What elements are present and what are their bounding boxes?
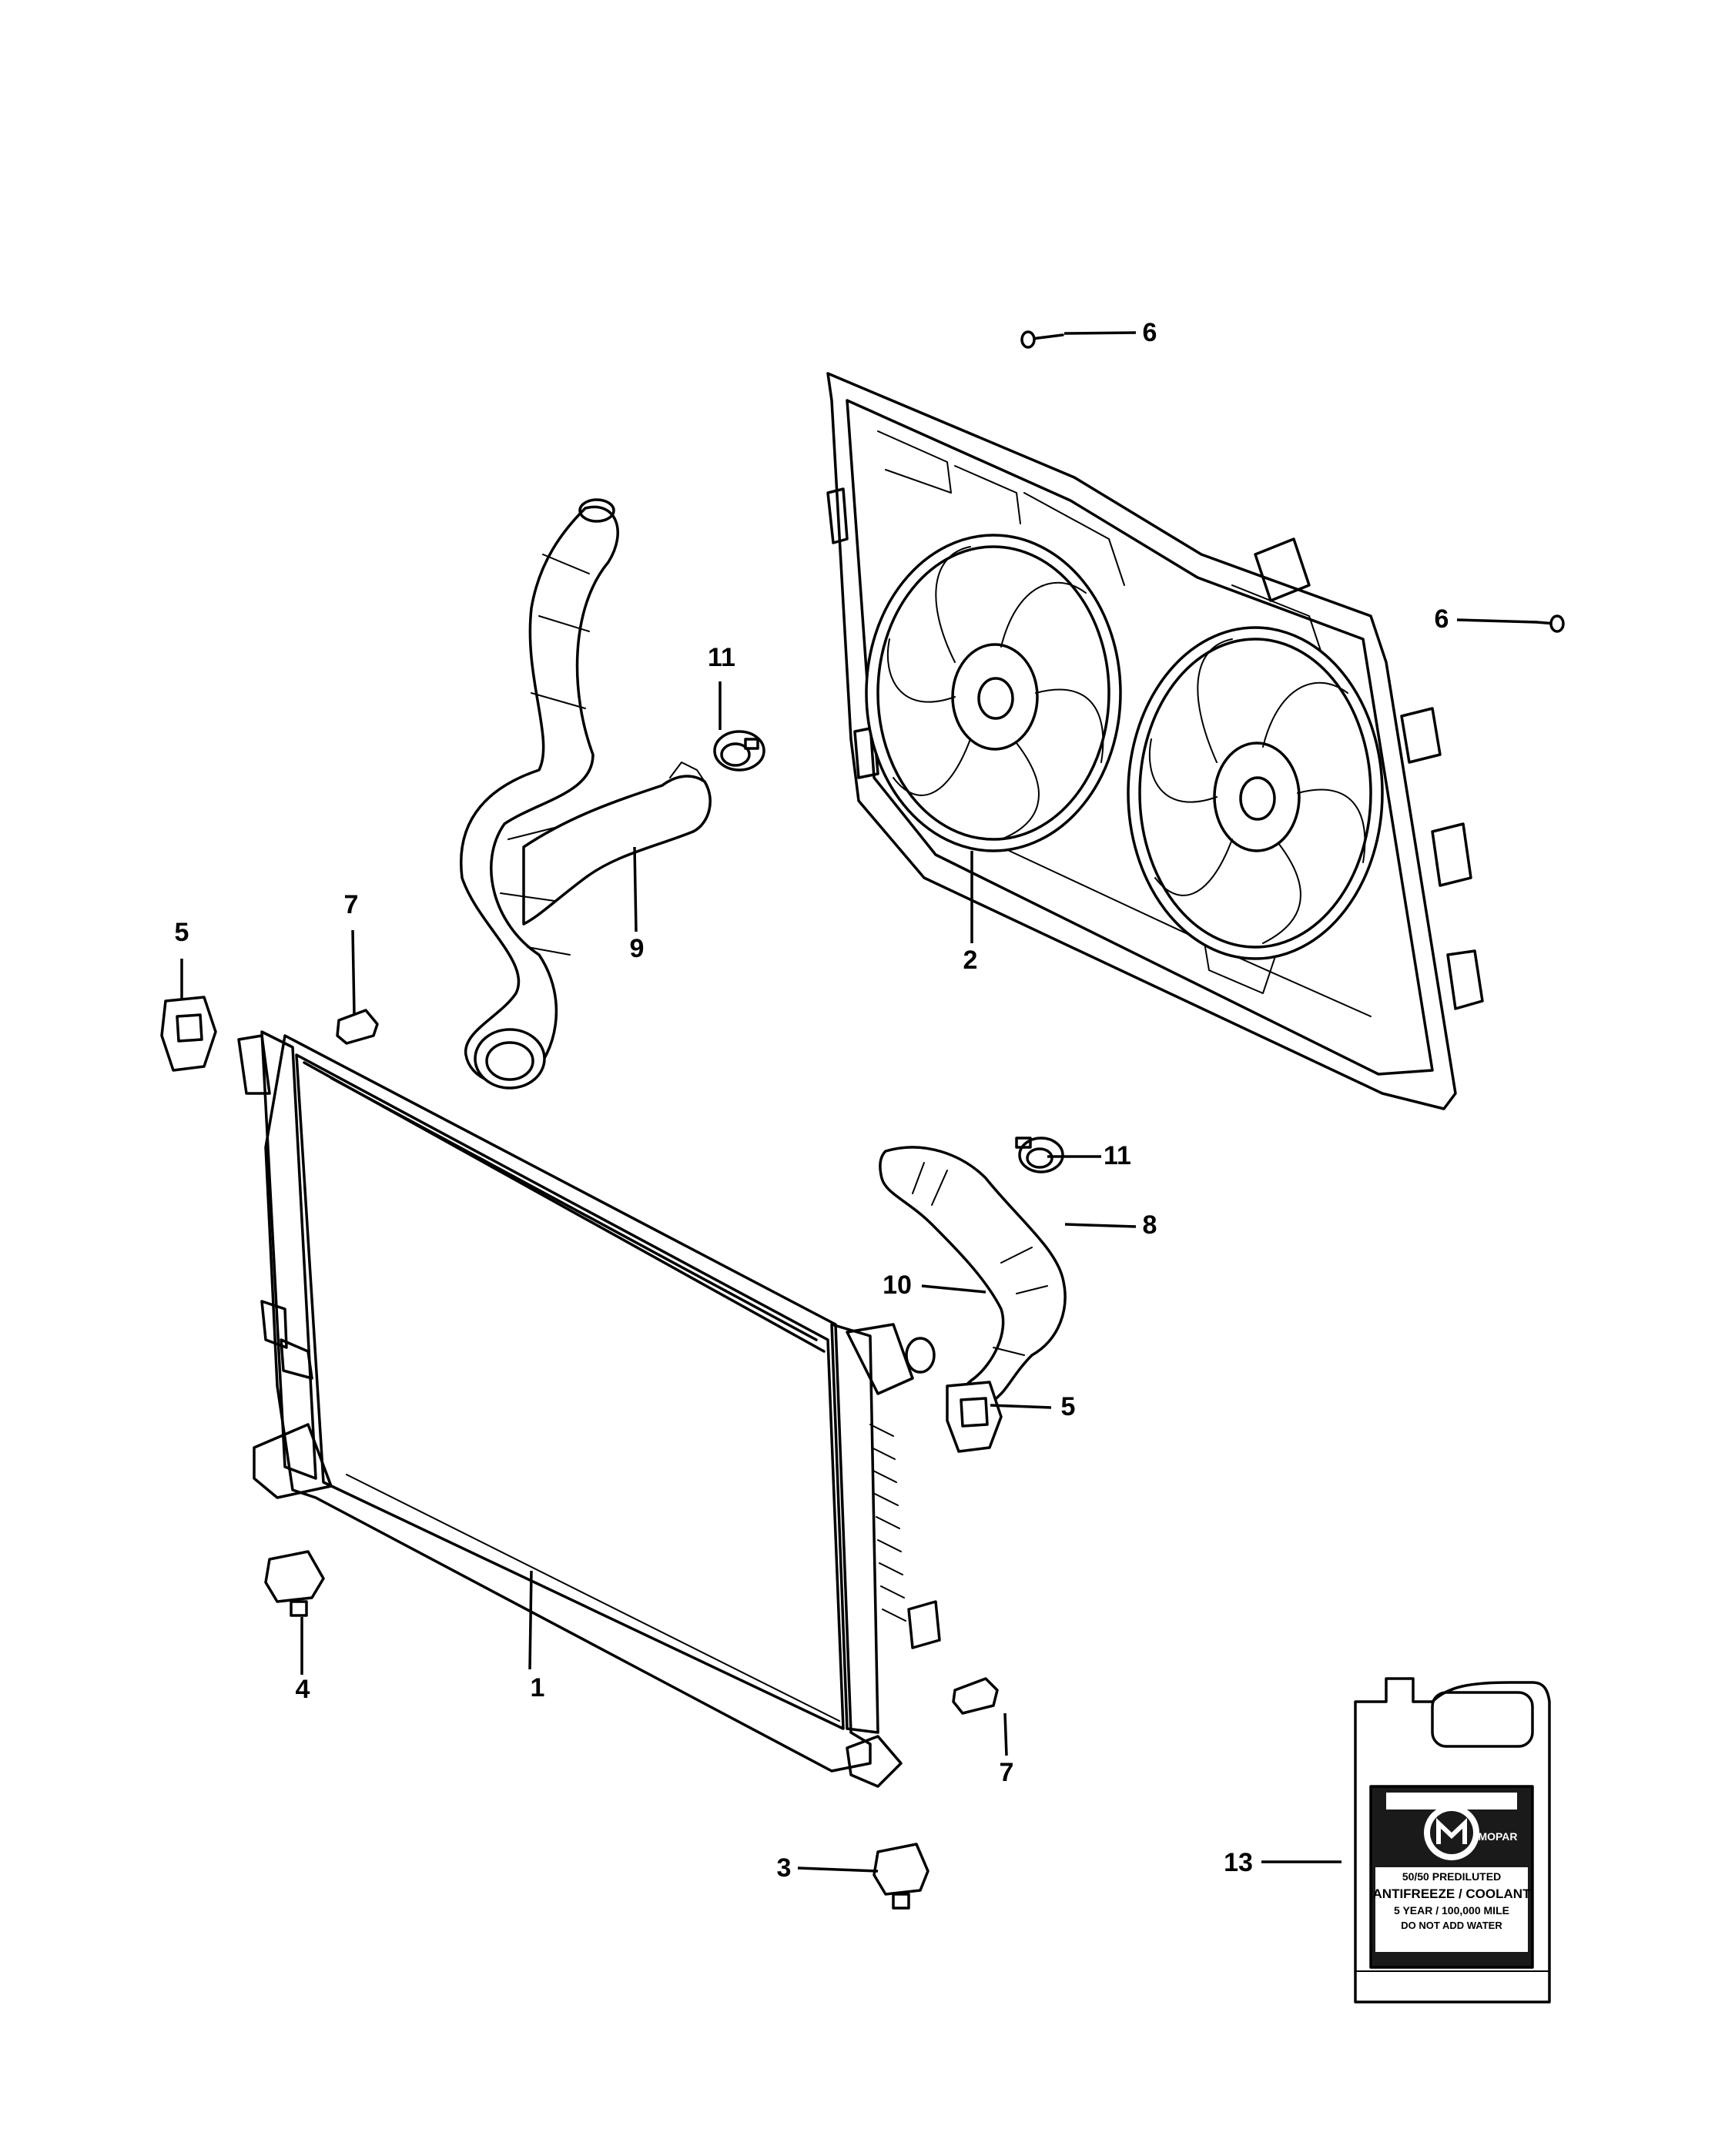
radiator [237,1030,941,1788]
callout-2: 2 [963,946,978,975]
callout-1: 1 [531,1673,545,1702]
callout-7-upper: 7 [344,890,359,919]
sensor-3 [873,1843,929,1910]
fan-shroud-assembly [826,372,1484,1110]
leader-lines [180,331,1537,1873]
callout-numbers: 1 2 3 4 5 5 6 6 7 7 8 9 10 11 11 13 [175,318,1449,1883]
coolant-jug: MOPAR 50/50 PREDILUTED ANTIFREEZE / COOL… [1354,1677,1551,2004]
callout-8: 8 [1143,1210,1157,1240]
callout-10: 10 [883,1270,912,1300]
drain-plug-lower [952,1677,999,1715]
jug-line-4: DO NOT ADD WATER [1401,1920,1502,1931]
callout-5-right: 5 [1061,1392,1076,1421]
callout-6-right: 6 [1435,604,1449,634]
callout-9: 9 [630,934,645,963]
sensor-4 [264,1550,325,1617]
bolt-top [1020,330,1064,349]
callout-6-top: 6 [1143,318,1157,347]
hose-clamp-lower [1015,1137,1064,1173]
drain-plug-upper [336,1009,379,1045]
bolt-right [1535,614,1565,633]
callout-3: 3 [777,1853,792,1883]
callout-13: 13 [1224,1848,1253,1877]
jug-brand: MOPAR [1478,1830,1517,1843]
radiator-bracket-right [946,1381,1003,1453]
callout-11-lower: 11 [1104,1141,1131,1170]
callout-11-upper: 11 [708,643,735,672]
jug-line-3: 5 YEAR / 100,000 MILE [1394,1904,1509,1917]
callout-5-left: 5 [175,918,189,947]
callout-7-lower: 7 [1000,1758,1014,1787]
jug-line-2: ANTIFREEZE / COOLANT [1373,1886,1532,1901]
jug-line-1: 50/50 PREDILUTED [1402,1870,1501,1883]
hose-clamp-upper [713,730,765,772]
right-fan [1127,626,1384,960]
radiator-bracket-left [160,996,217,1072]
upper-hose [460,498,712,1090]
left-fan [865,534,1122,852]
callout-4: 4 [296,1675,310,1704]
